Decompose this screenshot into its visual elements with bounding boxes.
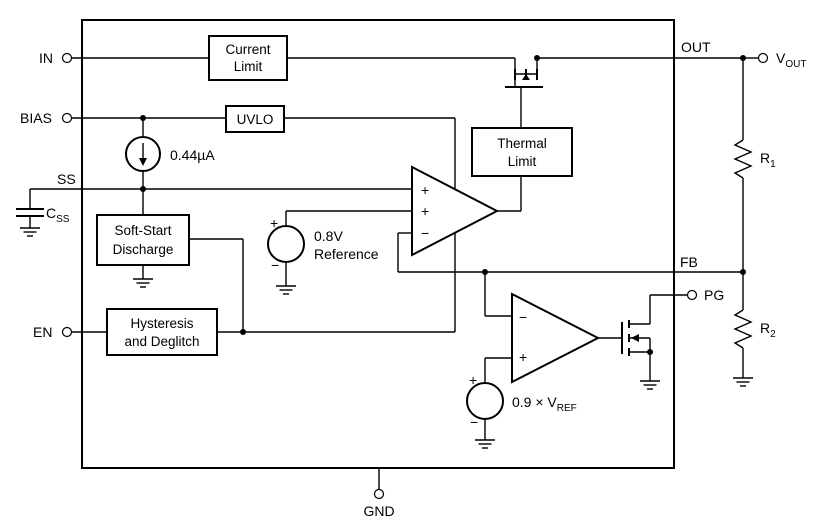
pg-ref-plus: + (469, 372, 477, 388)
ss-pin-label: SS (57, 171, 76, 187)
ic-boundary (81, 19, 675, 469)
reference-name-label: Reference (314, 246, 379, 262)
in-pin-terminal[interactable] (61, 52, 73, 64)
out-label: OUT (681, 39, 711, 55)
uvlo-block (225, 105, 285, 133)
pass-transistor (505, 58, 543, 128)
pg-nmos-transistor (621, 320, 651, 356)
current-limit-label-2: Limit (234, 59, 263, 74)
current-limit-label-1: Current (225, 42, 270, 57)
soft-start-label-1: Soft-Start (114, 223, 171, 238)
r1-label: R1 (760, 150, 776, 170)
hysteresis-label-1: Hysteresis (130, 316, 193, 331)
r2-resistor (733, 309, 753, 349)
error-amp-minus: − (421, 225, 429, 241)
hysteresis-label-2: and Deglitch (124, 334, 199, 349)
hysteresis-deglitch-block (106, 308, 218, 356)
reference-value-label: 0.8V (314, 228, 343, 244)
error-amp-plus-2: + (421, 203, 429, 219)
soft-start-label-2: Discharge (113, 242, 174, 257)
css-label: CSS (46, 205, 70, 225)
pg-reference-label: 0.9 × VREF (512, 394, 577, 414)
current-limit-block (208, 35, 288, 81)
en-pin-terminal[interactable] (61, 326, 73, 338)
uvlo-label: UVLO (237, 112, 274, 127)
pg-pin-terminal[interactable] (686, 289, 698, 301)
reference-plus: + (270, 215, 278, 231)
thermal-limit-label-2: Limit (508, 154, 537, 169)
current-source-label: 0.44µA (170, 147, 215, 163)
pg-comparator (511, 292, 601, 384)
vout-label: VOUT (776, 50, 806, 70)
thermal-limit-block (471, 127, 573, 177)
css-capacitor (16, 208, 44, 217)
gnd-pin-terminal[interactable] (373, 488, 385, 500)
en-pin-label: EN (33, 324, 52, 340)
pg-pin-label: PG (704, 287, 724, 303)
bias-pin-label: BIAS (20, 110, 52, 126)
fb-label: FB (680, 254, 698, 270)
error-amp-plus-1: + (421, 182, 429, 198)
r2-label: R2 (760, 320, 776, 340)
bias-pin-terminal[interactable] (61, 112, 73, 124)
vout-pin-terminal[interactable] (757, 52, 769, 64)
r1-resistor (733, 139, 753, 179)
in-pin-label: IN (39, 50, 53, 66)
pg-comp-plus: + (519, 349, 527, 365)
pg-comp-minus: − (519, 309, 527, 325)
pg-ref-minus: − (470, 414, 478, 430)
reference-minus: − (271, 257, 279, 273)
thermal-limit-label-1: Thermal (497, 136, 547, 151)
gnd-pin-label: GND (363, 503, 394, 519)
